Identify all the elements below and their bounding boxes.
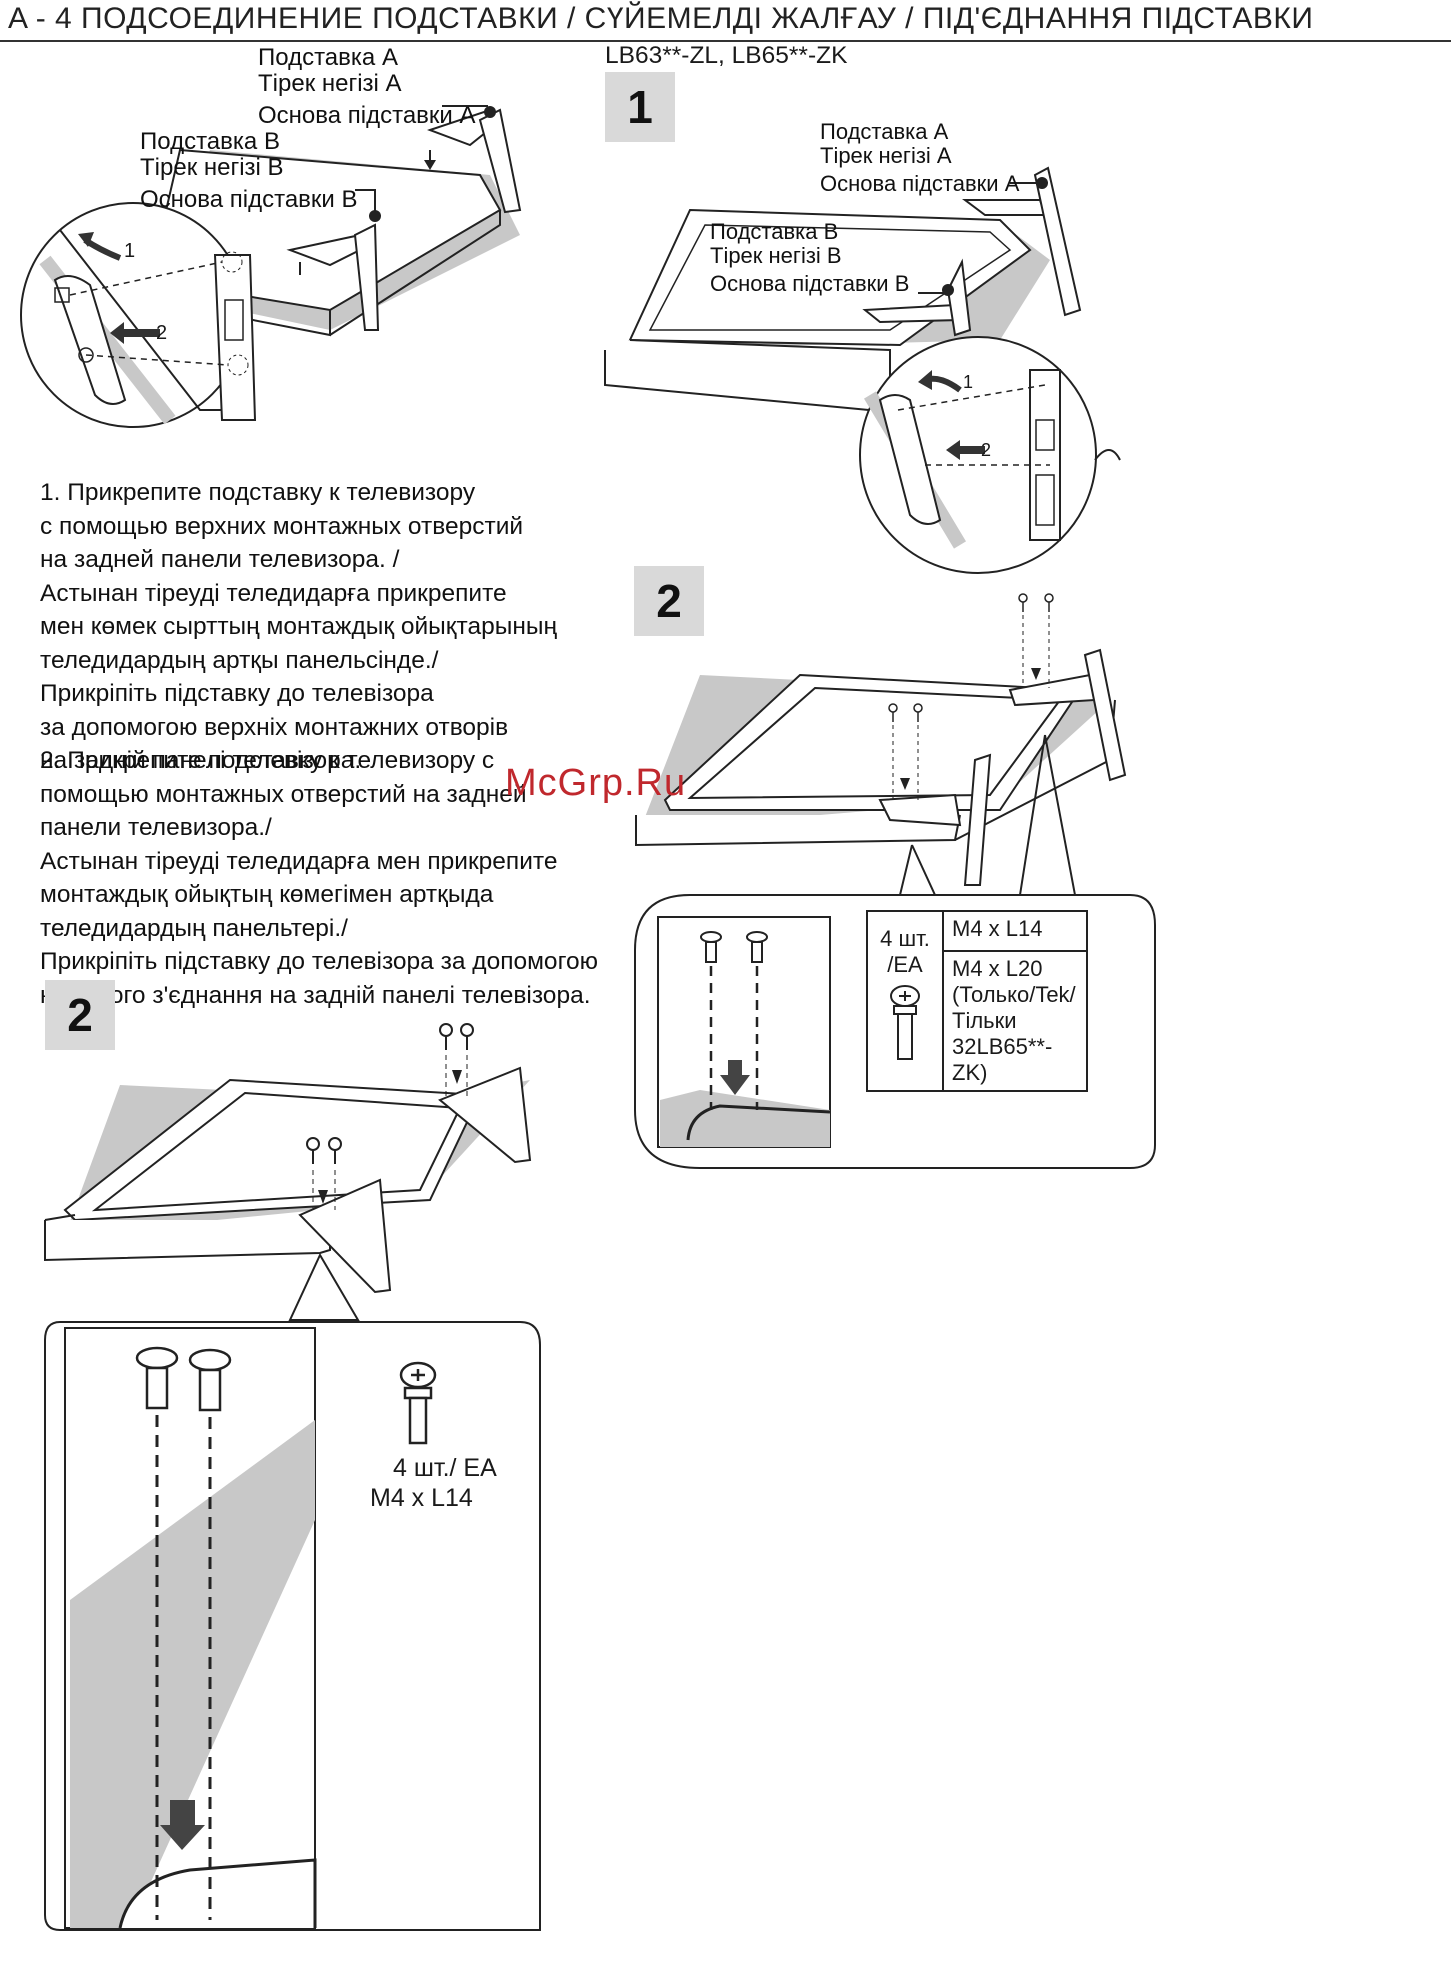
left-qty-label: 4 шт./ EA [393, 1454, 497, 1482]
step1-line: Прикріпіть підставку до телевізора [40, 680, 434, 707]
screw-illustration-left [44, 1023, 541, 1931]
step2-line: 2. Прикрепите подставку к телевизору с [40, 747, 495, 774]
right-stand-a-label: Подставка A Тірек негізі A Основа підста… [820, 118, 1019, 198]
stand-attach-illustration-left [20, 105, 522, 428]
step2-line: теледидардың панельтері./ [40, 914, 348, 942]
stand-b-kz: Тірек негізі B [140, 154, 284, 181]
right-arrow-1-label: 1 [963, 372, 974, 392]
step2-line: Прикріпіть підставку до телевізора за до… [40, 948, 598, 975]
stand-a-kz: Тірек негізі A [258, 70, 402, 97]
left-step2-badge: 2 [45, 980, 115, 1050]
step1-line: с помощью верхних монтажных отверстий [40, 512, 524, 540]
spec-row-2: M4 x L20 (Только/Tek/ Тільки 32LB65**- Z… [942, 950, 1088, 1092]
right-step2-badge: 2 [634, 566, 704, 636]
step1-line: на задней панели телевизора. / [40, 546, 400, 573]
model-numbers: LB63**-ZL, LB65**-ZK [605, 42, 848, 69]
left-screw-spec: M4 x L14 [370, 1484, 473, 1512]
right-arrow-2-label: 2 [981, 440, 992, 460]
step1-line: теледидардың артқы панельсінде./ [40, 646, 439, 674]
arrow-2-label: 2 [156, 322, 168, 344]
stand-attach-illustration-right [604, 166, 1121, 574]
step1-line: 1. Прикрепите подставку к телевизору [40, 479, 476, 506]
stand-a-label: Подставка A Тірек негізі A Основа підста… [258, 42, 476, 132]
step2-line: монтаждық ойықтың көмегімен артқыда [40, 881, 494, 908]
right-stand-b-label: Подставка B Тірек негізі B Основа підста… [710, 218, 909, 298]
qty-cell: 4 шт. /EA [866, 910, 944, 1092]
qty-line: 4 шт. [880, 926, 930, 951]
screw-spec-table: 4 шт. /EA M4 x L14 M4 x L20 (Только/Tek/… [866, 910, 1088, 1092]
spec-row-2-line: (Только/Tek/ [952, 982, 1076, 1007]
step2-line: помощью монтажных отверстий на задней [40, 780, 527, 808]
spec-row-2-line: ZK) [952, 1060, 988, 1085]
right-stand-a-ru: Подставка A [820, 119, 949, 144]
step2-line: нижнього з'єднання на задній панелі теле… [40, 981, 591, 1009]
spec-row-2-line: M4 x L20 [952, 956, 1043, 981]
stand-b-ru: Подставка B [140, 128, 280, 155]
watermark: McGrp.Ru [505, 762, 687, 804]
right-stand-b-ua: Основа підставки B [710, 271, 910, 296]
stand-b-label: Подставка B Тірек негізі B Основа підста… [140, 126, 358, 216]
step1-line: за допомогою верхніх монтажних отворів [40, 713, 509, 741]
stand-b-ua: Основа підставки B [140, 186, 358, 213]
screw-icon [890, 985, 920, 1060]
arrow-1-label: 1 [124, 240, 136, 262]
spec-row-2-line: 32LB65**- [952, 1034, 1053, 1059]
right-stand-b-kz: Тірек негізі B [710, 243, 842, 268]
spec-row-2-line: Тільки [952, 1008, 1017, 1033]
step2-line: Астынан тіреуді теледидарға мен прикрепи… [40, 847, 558, 875]
right-stand-a-ua: Основа підставки A [820, 171, 1020, 196]
header-bar [0, 0, 1451, 42]
page-title: A - 4 ПОДСОЕДИНЕНИЕ ПОДСТАВКИ / СҮЙЕМЕЛД… [8, 2, 1314, 35]
stand-a-ru: Подставка A [258, 44, 398, 71]
spec-row-1: M4 x L14 [942, 910, 1088, 952]
step1-line: на задній панелі телевізора. [40, 747, 362, 774]
right-stand-b-ru: Подставка B [710, 219, 839, 244]
step2-instructions: 2. Прикрепите подставку к телевизору с п… [40, 744, 598, 1012]
right-step1-badge: 1 [605, 72, 675, 142]
stand-a-ua: Основа підставки A [258, 102, 476, 129]
step1-line: Астынан тіреуді теледидарға прикрепите [40, 579, 507, 607]
step2-line: панели телевизора./ [40, 814, 272, 841]
right-stand-a-kz: Тірек негізі A [820, 143, 952, 168]
step1-line: мен көмек сырттың монтаждық ойықтарының [40, 613, 557, 640]
qty-line: /EA [887, 952, 923, 977]
step1-instructions: 1. Прикрепите подставку к телевизору с п… [40, 476, 557, 778]
